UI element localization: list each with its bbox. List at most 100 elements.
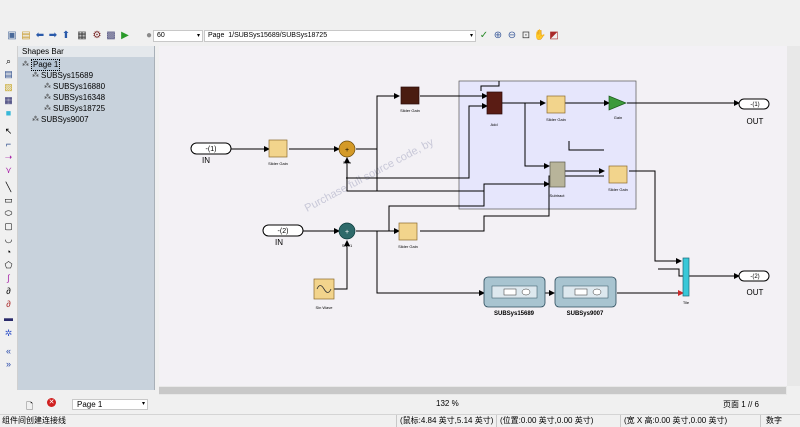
tree-item-label: SUBSys16880 <box>53 82 106 91</box>
wires <box>229 81 740 296</box>
table-icon[interactable]: ▦ <box>4 95 13 105</box>
layout-icon[interactable]: ◩ <box>549 30 559 41</box>
in1-port[interactable] <box>190 142 232 155</box>
tree-item-subsys18725[interactable]: ⁂SUBSys18725 <box>44 104 105 114</box>
expand-icon[interactable]: » <box>5 359 11 369</box>
hand-icon[interactable]: ✋ <box>533 30 547 41</box>
slider-gain-block-4[interactable] <box>608 165 628 184</box>
sum1-block[interactable] <box>338 222 356 240</box>
collapse-icon[interactable]: « <box>5 346 11 356</box>
ruler-icon[interactable]: ▬ <box>4 313 13 323</box>
slider-gain-block-2[interactable] <box>398 222 418 241</box>
tree-item-label: Page 1 <box>31 59 61 71</box>
slider-gain-label-1: Slider Gain <box>268 161 288 166</box>
branch-link-icon[interactable]: ⋎ <box>5 165 12 175</box>
image-icon[interactable]: ▨ <box>4 82 13 92</box>
diagram-canvas[interactable]: Purchase full source code, by <box>159 46 787 386</box>
zoom-combo[interactable]: 60▾ <box>153 30 203 42</box>
chevron-down-icon: ▾ <box>141 401 145 407</box>
subsys15689-inner-block <box>503 288 517 296</box>
run-icon[interactable]: ▶ <box>121 30 129 41</box>
sine-wave-label: Sin Wave <box>316 305 334 310</box>
status-hint: 组件间创建连接线 <box>2 416 66 425</box>
in2-port[interactable] <box>262 224 304 237</box>
subsys9007-label: SUBSys9007 <box>567 311 604 317</box>
main-toolbar: ▣ ▤ ⬅ ➡ ⬆ ▦ ⚙ ▩ ▶ ● 60▾ Page 1/SUBSys156… <box>0 28 800 46</box>
zoom-combo-value: 60 <box>157 32 165 39</box>
print-icon[interactable]: ▩ <box>106 30 116 41</box>
stop-icon[interactable]: ● <box>145 30 153 41</box>
new-page-icon[interactable]: 🗋 <box>26 401 34 411</box>
add-label: Add <box>490 122 497 127</box>
delete-page-icon[interactable]: ✕ <box>47 398 56 407</box>
bezier-icon[interactable]: ∂ <box>6 286 11 296</box>
sum1-symbol: + <box>345 229 349 236</box>
arrow-link-icon[interactable]: ➝ <box>4 152 13 162</box>
block-diagram: Purchase full source code, by <box>190 80 770 317</box>
pointer-icon[interactable]: ↖ <box>4 126 13 136</box>
curve-icon[interactable]: ∫ <box>7 273 10 283</box>
slider-gain-block-1[interactable] <box>268 139 288 158</box>
tree-item-subsys15689[interactable]: ⁂SUBSys15689 <box>32 71 93 81</box>
check-icon[interactable]: ✓ <box>479 30 489 41</box>
add-block[interactable] <box>486 91 503 115</box>
out1-port-text: -(1) <box>750 102 759 108</box>
in2-port-text: -(2) <box>278 228 289 235</box>
zoom-out-icon[interactable]: ⊖ <box>507 30 517 41</box>
save-icon[interactable]: ▦ <box>77 30 87 41</box>
page-label: Page <box>208 32 225 39</box>
up-icon[interactable]: ⬆ <box>61 30 71 41</box>
tree-node-icon: ⁂ <box>32 116 39 123</box>
connector-icon[interactable]: ⌐ <box>5 139 12 149</box>
settings-icon[interactable]: ⚙ <box>92 30 102 41</box>
gain-label: Gain <box>614 115 622 120</box>
forward-icon[interactable]: ➡ <box>48 30 58 41</box>
tree-item-label: SUBSys9007 <box>41 115 89 124</box>
status-bar: 组件间创建连接线 (鼠标:4.84 英寸,5.14 英寸) (位置:0.00 英… <box>0 414 800 427</box>
out1-label: OUT <box>747 117 764 126</box>
freehand-icon[interactable]: ∂ <box>6 299 11 309</box>
subsys9007-inner-port <box>592 288 602 296</box>
fit-page-icon[interactable]: ⊡ <box>521 30 531 41</box>
subsys9007-inner-block <box>574 288 588 296</box>
back-icon[interactable]: ⬅ <box>35 30 45 41</box>
rectangle-icon[interactable]: ▭ <box>4 195 13 205</box>
out1-port[interactable] <box>738 98 770 110</box>
zoom-in-icon[interactable]: ⊕ <box>493 30 503 41</box>
vertical-scrollbar[interactable] <box>787 46 800 386</box>
slider-gain-label-3: Slider Gain <box>546 117 566 122</box>
pie-icon[interactable]: ◔ <box>5 247 12 257</box>
sine-wave-icon <box>316 285 332 293</box>
slider-gain-label-2: Slider Gain <box>398 244 418 249</box>
zoom-icon[interactable]: ⌕ <box>5 56 12 66</box>
drawing-tools: ⌕ ▤ ▨ ▦ ■ ↖ ⌐ ➝ ⋎ ╲ ▭ ⬭ ▢ ◡ ◔ ⬠ ∫ ∂ ∂ ▬ … <box>0 46 18 390</box>
slider-gain-block-3[interactable] <box>546 95 566 114</box>
tree-item-subsys16880[interactable]: ⁂SUBSys16880 <box>44 82 105 92</box>
line-icon[interactable]: ╲ <box>5 182 12 192</box>
tree-item-page[interactable]: ⁂Page 1 <box>22 59 61 71</box>
polygon-icon[interactable]: ⬠ <box>4 260 13 270</box>
chevron-down-icon: ▾ <box>469 33 473 39</box>
new-icon[interactable]: ▣ <box>7 30 17 41</box>
ellipse-icon[interactable]: ⬭ <box>4 208 13 218</box>
horizontal-scrollbar[interactable] <box>159 386 787 395</box>
tile-block[interactable] <box>682 257 690 297</box>
text-icon[interactable]: ▤ <box>4 69 13 79</box>
page-tab-select[interactable]: Page 1▾ <box>72 399 148 410</box>
tree-item-subsys16348[interactable]: ⁂SUBSys16348 <box>44 93 105 103</box>
tree-item-subsys9007[interactable]: ⁂SUBSys9007 <box>32 115 89 125</box>
horizontal-scroll-thumb[interactable] <box>159 387 786 394</box>
out2-port[interactable] <box>738 270 770 282</box>
gain-block[interactable] <box>608 95 627 111</box>
path-combo[interactable]: Page 1/SUBSys15689/SUBSys18725▾ <box>204 30 476 42</box>
subtract-block[interactable] <box>549 161 566 188</box>
sum-block[interactable] <box>338 140 356 158</box>
component-icon[interactable]: ✲ <box>4 328 13 338</box>
dark-slider-gain-block[interactable] <box>400 86 420 105</box>
watermark-text: Purchase full source code, by <box>303 136 436 215</box>
rounded-rect-icon[interactable]: ▢ <box>4 221 13 231</box>
arc-icon[interactable]: ◡ <box>4 234 13 244</box>
rectangle-fill-icon[interactable]: ■ <box>5 108 12 118</box>
status-object-size: (宽 X 高:0.00 英寸,0.00 英寸) <box>624 416 728 425</box>
open-icon[interactable]: ▤ <box>21 30 31 41</box>
